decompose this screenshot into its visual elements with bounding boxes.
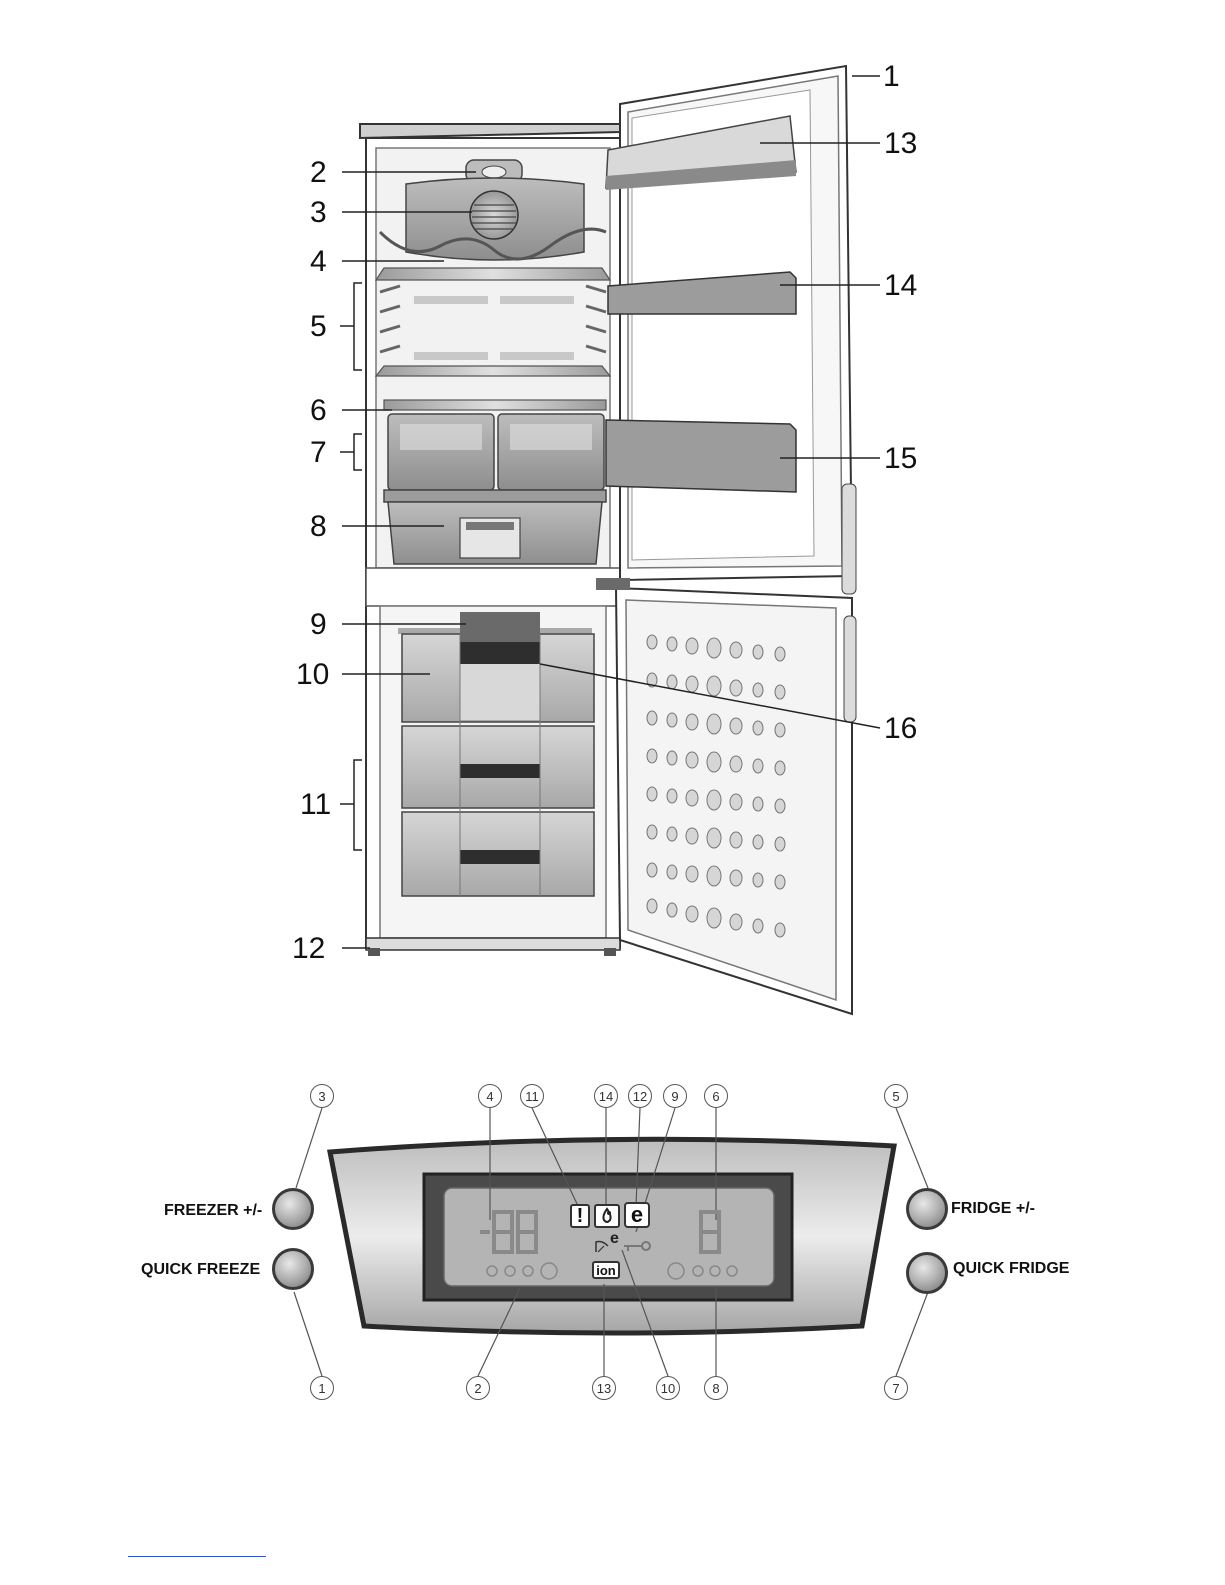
callout-1: 1 bbox=[883, 62, 900, 92]
callout-16: 16 bbox=[884, 714, 917, 744]
quick-fridge-button[interactable] bbox=[906, 1252, 948, 1294]
fridge-adjust-button[interactable] bbox=[906, 1188, 948, 1230]
marker-2: 2 bbox=[466, 1376, 490, 1400]
freezer-drawers bbox=[398, 612, 594, 896]
quick-fridge-label: QUICK FRIDGE bbox=[953, 1260, 1069, 1278]
callout-15: 15 bbox=[884, 444, 917, 474]
fridge-door bbox=[606, 66, 856, 594]
marker-9: 9 bbox=[663, 1084, 687, 1108]
freezer-door bbox=[596, 578, 856, 1014]
eco-extra-icon: e bbox=[594, 1234, 622, 1256]
marker-10: 10 bbox=[656, 1376, 680, 1400]
marker-11: 11 bbox=[520, 1084, 544, 1108]
quick-freeze-label: QUICK FREEZE bbox=[141, 1261, 260, 1279]
eco-small-symbol: e bbox=[610, 1230, 619, 1248]
callout-2: 2 bbox=[310, 158, 327, 188]
eco-symbol: e bbox=[631, 1202, 643, 1228]
marker-7: 7 bbox=[884, 1376, 908, 1400]
callout-12: 12 bbox=[292, 934, 325, 964]
callout-4: 4 bbox=[310, 247, 327, 277]
callout-7: 7 bbox=[310, 438, 327, 468]
quick-freeze-button[interactable] bbox=[272, 1248, 314, 1290]
warning-symbol: ! bbox=[577, 1205, 584, 1228]
callout-5: 5 bbox=[310, 312, 327, 342]
marker-8: 8 bbox=[704, 1376, 728, 1400]
callout-6: 6 bbox=[310, 396, 327, 426]
callout-3: 3 bbox=[310, 198, 327, 228]
marker-4: 4 bbox=[478, 1084, 502, 1108]
callout-13: 13 bbox=[884, 129, 917, 159]
callout-8: 8 bbox=[310, 512, 327, 542]
marker-5: 5 bbox=[884, 1084, 908, 1108]
callout-10: 10 bbox=[296, 660, 329, 690]
chiller-compartment bbox=[384, 490, 606, 564]
marker-3: 3 bbox=[310, 1084, 334, 1108]
callout-9: 9 bbox=[310, 610, 327, 640]
freezer-adjust-label: FREEZER +/- bbox=[164, 1202, 262, 1220]
callout-14: 14 bbox=[884, 271, 917, 301]
marker-14: 14 bbox=[594, 1084, 618, 1108]
marker-6: 6 bbox=[704, 1084, 728, 1108]
ion-indicator: ion bbox=[592, 1261, 620, 1279]
marker-1: 1 bbox=[310, 1376, 334, 1400]
freezer-adjust-button[interactable] bbox=[272, 1188, 314, 1230]
eco-mode-icon: e bbox=[624, 1202, 650, 1228]
fridge-illustration bbox=[0, 0, 1225, 1040]
warning-icon: ! bbox=[570, 1204, 590, 1228]
marker-13: 13 bbox=[592, 1376, 616, 1400]
marker-12: 12 bbox=[628, 1084, 652, 1108]
callout-11: 11 bbox=[300, 790, 331, 820]
fridge-adjust-label: FRIDGE +/- bbox=[951, 1200, 1035, 1218]
drop-alert-icon bbox=[594, 1204, 620, 1228]
ion-label: ion bbox=[596, 1263, 616, 1278]
footer-rule bbox=[128, 1556, 266, 1557]
